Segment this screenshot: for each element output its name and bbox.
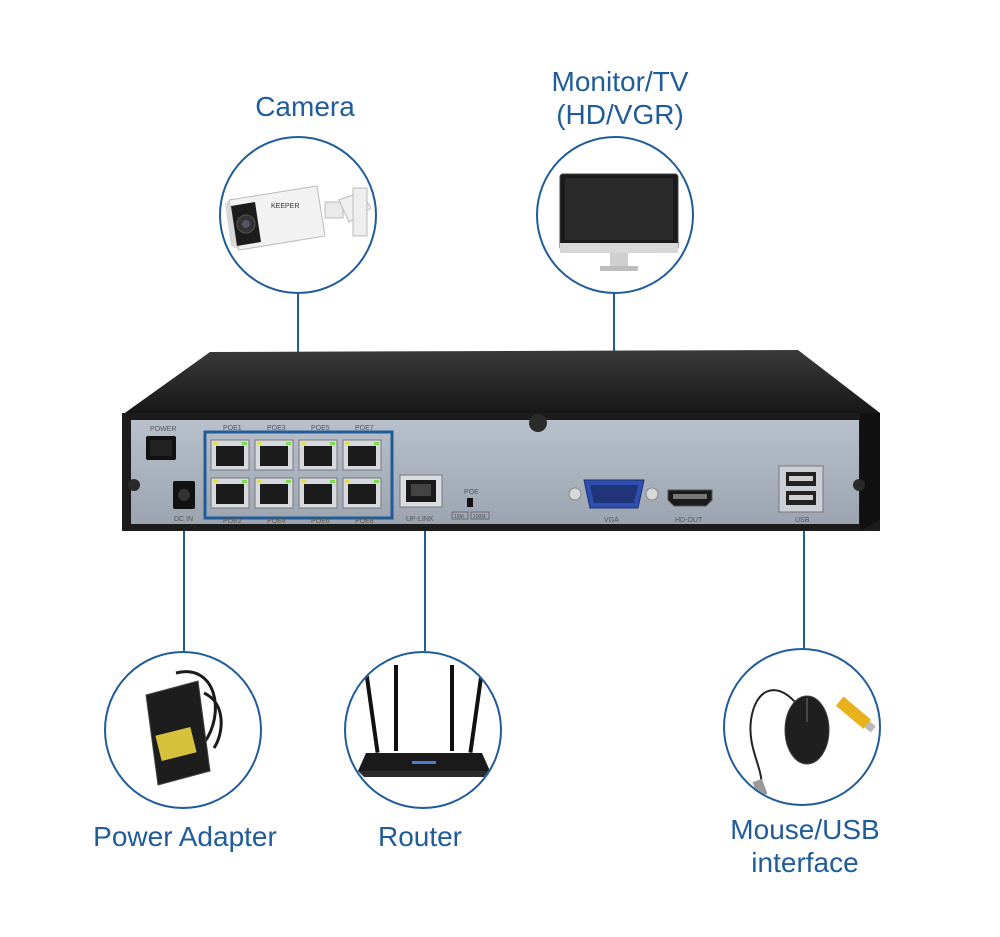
poe-port-bottom[interactable] (210, 477, 250, 509)
hdmi-port[interactable] (667, 489, 713, 507)
poe-port-top[interactable] (342, 439, 382, 471)
poe-top-label: POE7 (355, 425, 374, 432)
vga-port[interactable] (568, 479, 659, 509)
speed-100m-label: 100M (473, 514, 486, 520)
chassis-top (122, 350, 880, 415)
power-connector-line (183, 508, 185, 653)
camera-brand-text: KEEPER (271, 203, 299, 210)
hdout-label: HD-OUT (675, 517, 703, 524)
usb-label: USB (795, 517, 810, 524)
monitor-circle (536, 136, 694, 294)
uplink-label: UP-LINK (406, 516, 434, 523)
dc-in-label: DC IN (174, 516, 193, 523)
poe-top-label: POE3 (267, 425, 286, 432)
router-circle (344, 651, 502, 809)
poe-bottom-label: POE8 (355, 518, 374, 525)
poe-port-top[interactable] (298, 439, 338, 471)
router-label: Router (377, 821, 463, 852)
poe-switch[interactable] (467, 498, 473, 507)
power-adapter-label: Power Adapter (93, 821, 277, 852)
mouse-usb-label-line1: Mouse/USB (730, 814, 880, 845)
poe-port-bottom[interactable] (254, 477, 294, 509)
bullet-camera-icon: KEEPER (225, 185, 372, 251)
poe-top-label: POE1 (223, 425, 242, 432)
usb-connector-line (803, 505, 805, 649)
power-switch-label: POWER (150, 426, 176, 433)
camera-label: Camera (255, 91, 355, 122)
router-connector-line (424, 500, 426, 651)
poe-port-top[interactable] (210, 439, 250, 471)
monitor-label-line1: Monitor/TV (551, 66, 689, 97)
power-adapter-circle (104, 651, 262, 809)
poe-top-label: POE5 (311, 425, 330, 432)
screw-left (128, 479, 140, 491)
poe-bottom-label: POE2 (223, 518, 242, 525)
poe-port-bottom[interactable] (342, 477, 382, 509)
screw-top (529, 414, 547, 432)
power-adapter-icon (145, 670, 223, 786)
speed-10m-label: 10M (454, 514, 464, 520)
monitor-icon (559, 173, 679, 271)
mouse-usb-label-line2: interface (751, 847, 859, 878)
poe-switch-label: POE (464, 489, 479, 496)
monitor-label-line2: (HD/VGR) (556, 99, 684, 130)
poe-bottom-label: POE4 (267, 518, 286, 525)
poe-bottom-label: POE6 (311, 518, 330, 525)
mouse-usb-circle (723, 648, 881, 806)
poe-port-top[interactable] (254, 439, 294, 471)
router-icon (358, 665, 490, 777)
poe-port-bottom[interactable] (298, 477, 338, 509)
rear-panel (131, 420, 859, 524)
chassis-right-side (860, 413, 880, 531)
camera-circle: KEEPER (219, 136, 377, 294)
vga-label: VGA (604, 517, 619, 524)
usb-ports[interactable] (778, 465, 824, 513)
mouse-usb-icon (749, 689, 876, 798)
poe-ports-highlight (203, 430, 394, 520)
screw-right (853, 479, 865, 491)
